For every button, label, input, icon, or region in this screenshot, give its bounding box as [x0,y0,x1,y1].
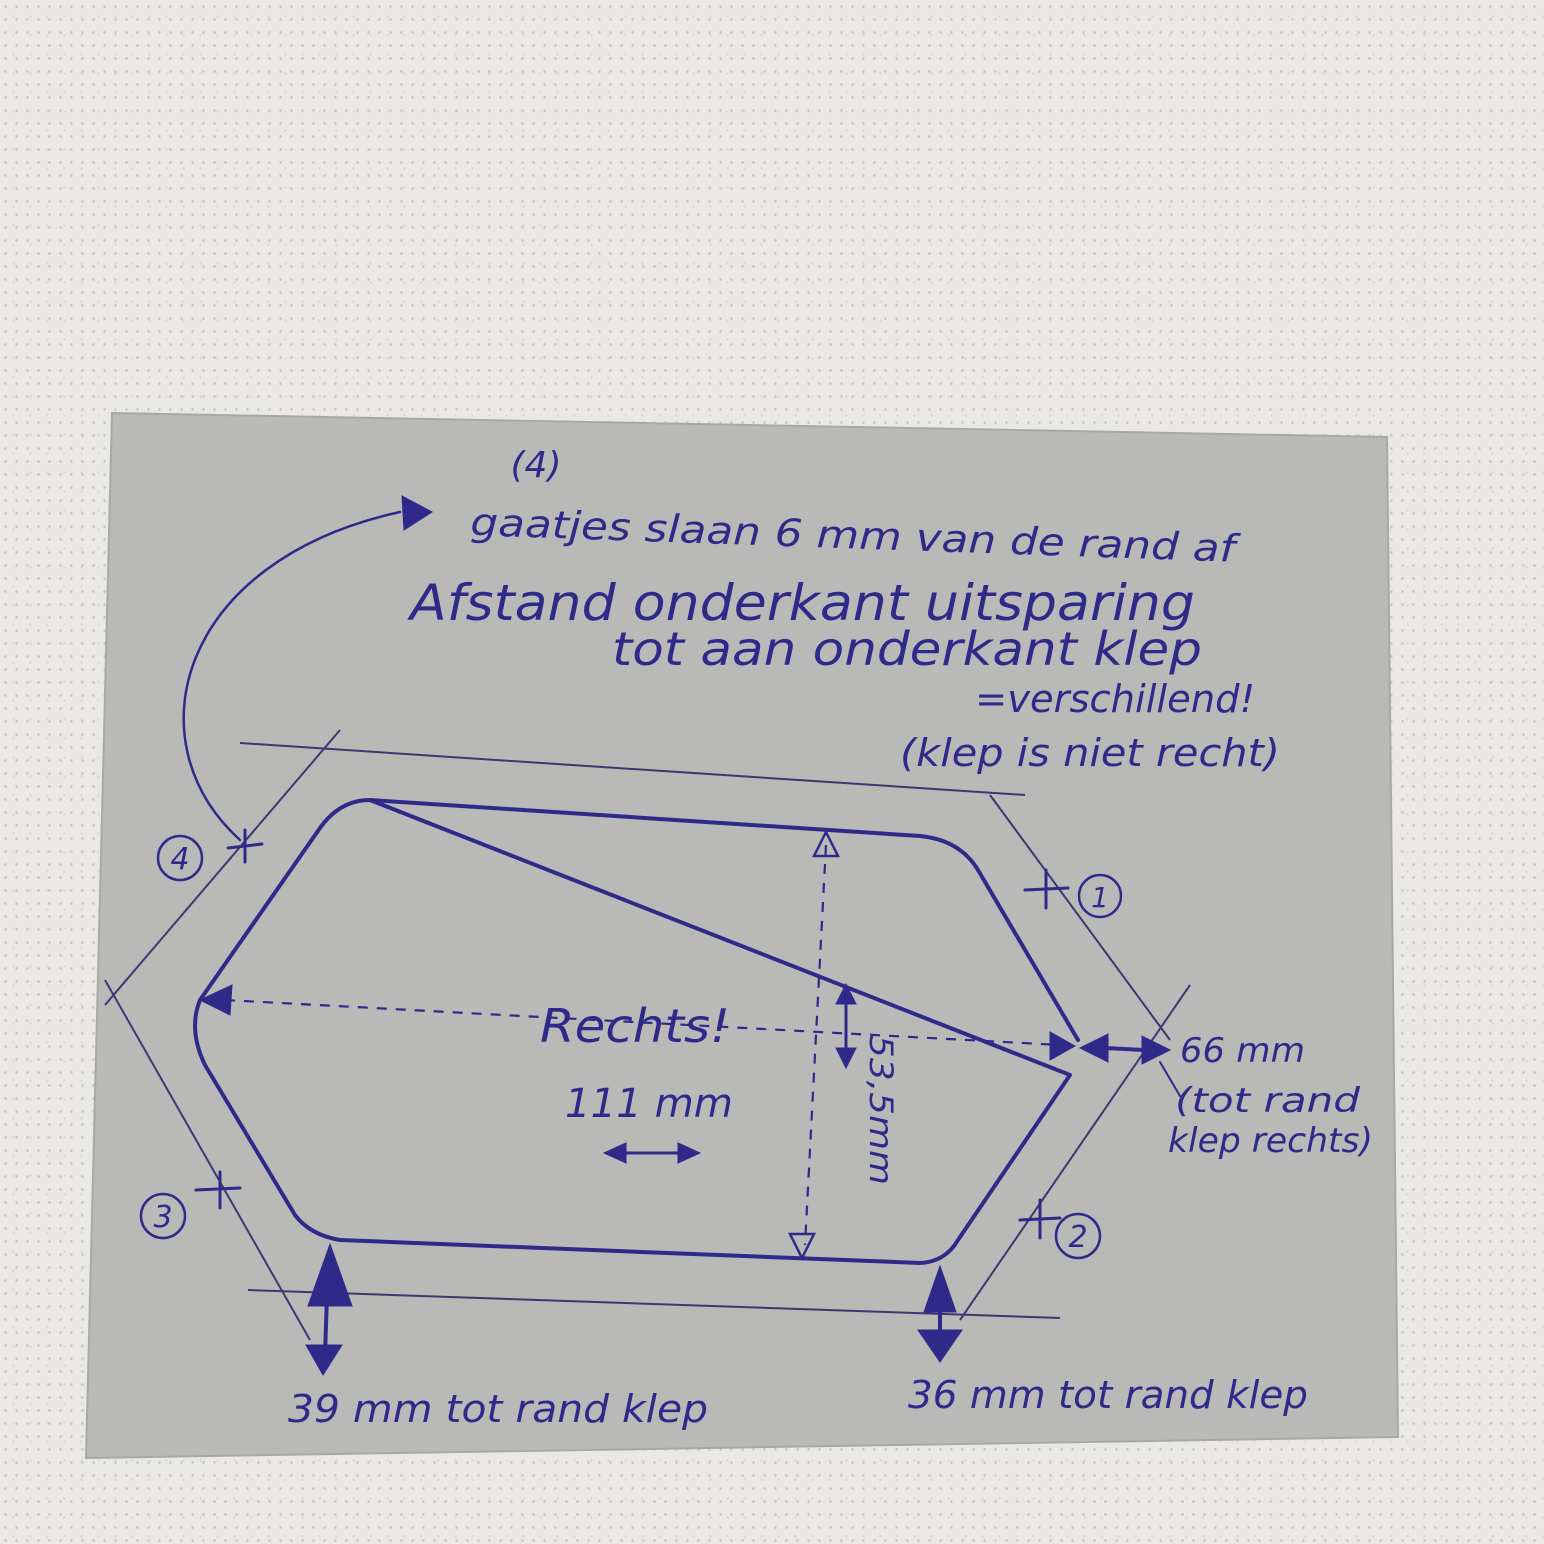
offset-arrow-shaft [1103,1046,1147,1052]
bottom-right-arrow-down [917,1329,963,1363]
cutout-outline [193,798,1080,1265]
bottom-left-arrow-down [305,1344,343,1376]
center-note: Rechts! [540,999,730,1053]
width-arrow-left [198,984,233,1016]
svg-text:3: 3 [153,1200,172,1235]
right-offset-note2: klep rechts) [1168,1121,1373,1161]
leftright-arrow-left [602,1142,627,1164]
bottom-left-label: 39 mm tot rand klep [288,1387,708,1431]
svg-text:1: 1 [1091,881,1109,914]
hole-marker-1: 1 [1077,873,1123,919]
bottom-right-arrow-up [923,1264,957,1313]
right-offset-note1: (tot rand [1175,1081,1361,1121]
width-arrow-right [1049,1031,1077,1061]
width-dim-line [224,998,1061,1047]
curved-arrow-head [401,495,433,531]
height-arrow-bottom [787,1232,817,1261]
leftright-arrow-right [677,1142,702,1164]
height-dim-line [803,844,828,1246]
bottom-right-label: 36 mm tot rand klep [908,1373,1308,1417]
curved-arrow [182,510,402,842]
hole-marker-2: 2 [1054,1212,1102,1260]
offset-arrow-right [1141,1035,1172,1065]
hole-count-note: (4) [511,445,562,486]
distance-note-line3: =verschillend! [975,677,1255,721]
svg-text:4: 4 [170,842,189,877]
distance-note-line4: (klep is niet recht) [900,731,1280,775]
distance-note-line1: Afstand onderkant uitsparing [407,574,1195,632]
bottom-left-arrow-up [307,1242,353,1307]
distance-note-line2: tot aan onderkant klep [612,622,1202,676]
updown-arrow-bottom [835,1047,857,1070]
cardboard-card [84,411,1400,1460]
right-offset-label: 66 mm [1180,1031,1305,1071]
height-arrow-top [811,829,841,858]
updown-arrow-top [835,982,857,1005]
hole-crosses [194,828,1070,1240]
offset-leader [1159,1061,1181,1097]
height-label: 53,5mm [862,1035,900,1185]
hole-marker-3: 3 [139,1192,187,1240]
hole-marker-4: 4 [156,834,204,882]
width-label: 111 mm [565,1081,733,1127]
svg-text:2: 2 [1068,1220,1087,1255]
